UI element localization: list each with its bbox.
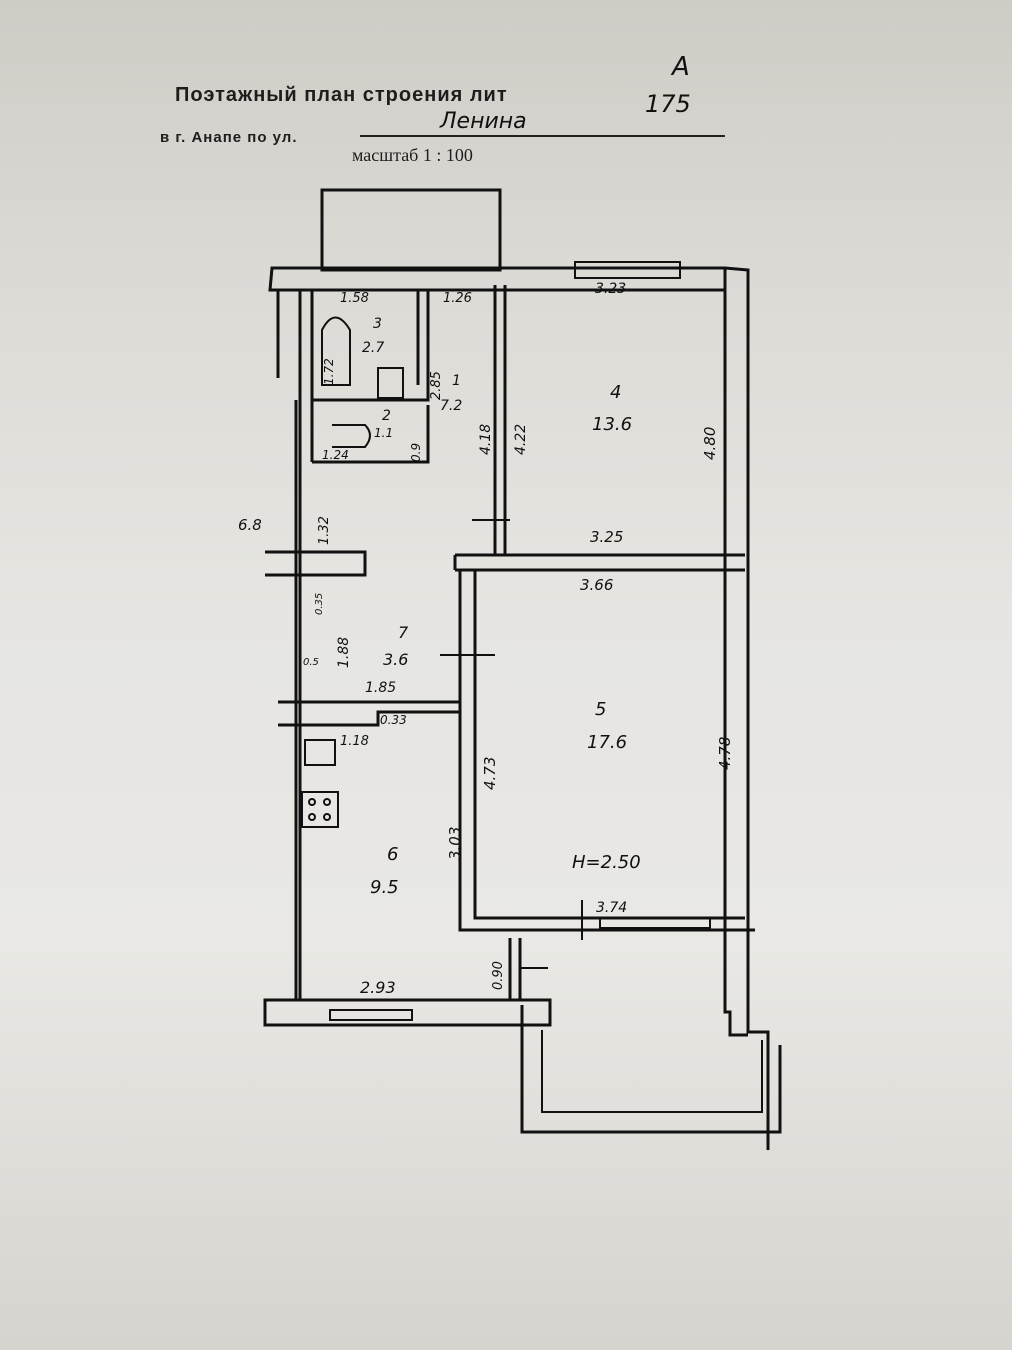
litera-value: А <box>672 52 690 82</box>
svg-text:2.7: 2.7 <box>362 340 384 356</box>
svg-text:3.74: 3.74 <box>596 900 627 916</box>
svg-text:5: 5 <box>595 699 606 720</box>
svg-text:2.85: 2.85 <box>429 371 444 400</box>
svg-text:0.9: 0.9 <box>409 443 423 462</box>
svg-text:0.90: 0.90 <box>491 961 506 990</box>
stove-icon <box>301 791 339 828</box>
room-6-label: 6 9.5 <box>370 844 399 898</box>
bathroom-walls <box>310 290 430 464</box>
svg-text:4.18: 4.18 <box>478 424 494 455</box>
svg-text:4.78: 4.78 <box>716 737 734 770</box>
svg-text:17.6: 17.6 <box>587 732 627 753</box>
svg-text:3.03: 3.03 <box>446 827 464 860</box>
svg-text:3.23: 3.23 <box>595 281 626 297</box>
wall-bottom-door <box>508 938 522 1000</box>
room-7-label: 7 3.6 <box>383 623 409 669</box>
bottom-wall <box>263 998 552 1027</box>
window <box>574 261 681 279</box>
svg-text:3.6: 3.6 <box>383 650 408 669</box>
svg-text:1.72: 1.72 <box>322 358 336 385</box>
svg-text:1.26: 1.26 <box>443 291 472 306</box>
bottom-balcony <box>520 1005 782 1134</box>
sink-icon <box>332 424 371 448</box>
svg-text:1.85: 1.85 <box>365 680 396 696</box>
right-wall-outer <box>724 266 770 1150</box>
svg-text:4: 4 <box>610 382 621 403</box>
street-value: Ленина <box>440 109 527 134</box>
svg-text:9.5: 9.5 <box>370 877 399 898</box>
wall-corridor <box>265 550 367 577</box>
svg-text:2: 2 <box>382 408 391 424</box>
window <box>329 1009 413 1021</box>
svg-text:1.32: 1.32 <box>317 516 332 545</box>
toilet-icon <box>377 367 404 399</box>
wall-kitchen <box>278 700 460 727</box>
room-3-label: 3 2.7 <box>362 316 384 356</box>
underline <box>360 135 725 137</box>
room-2-label: 2 1.1 <box>374 408 393 440</box>
svg-text:2.93: 2.93 <box>360 978 396 997</box>
svg-text:3.66: 3.66 <box>580 576 613 594</box>
svg-text:1.58: 1.58 <box>340 291 369 306</box>
plan-title: Поэтажный план строения лит <box>175 84 508 106</box>
svg-text:13.6: 13.6 <box>592 414 632 435</box>
svg-text:0.33: 0.33 <box>380 713 407 727</box>
svg-text:7.2: 7.2 <box>440 398 462 414</box>
left-wall <box>276 290 302 1000</box>
right-wall-inner <box>723 290 748 1037</box>
room-5-label: 5 17.6 <box>587 699 627 753</box>
svg-text:0.35: 0.35 <box>314 593 325 615</box>
wall-room4 <box>493 285 507 555</box>
door-marks <box>440 519 583 969</box>
svg-text:7: 7 <box>398 623 409 642</box>
svg-text:1.24: 1.24 <box>322 448 349 462</box>
svg-text:4.22: 4.22 <box>513 424 529 455</box>
room-1-label: 1 7.2 <box>440 373 462 414</box>
dimension-labels: 1.58 1.26 3.23 1.72 2.85 4.18 4.22 4.80 … <box>238 281 734 997</box>
svg-text:1.88: 1.88 <box>336 637 352 668</box>
window <box>599 917 711 929</box>
sink-icon <box>304 739 336 766</box>
bathtub-icon <box>321 316 351 386</box>
svg-text:4.73: 4.73 <box>481 757 499 790</box>
ceiling-height-label: H=2.50 <box>572 852 641 873</box>
svg-text:3.25: 3.25 <box>590 528 623 546</box>
house-number: 175 <box>645 90 691 118</box>
svg-text:6.8: 6.8 <box>238 516 262 534</box>
svg-text:4.80: 4.80 <box>701 427 719 460</box>
svg-text:6: 6 <box>387 844 398 865</box>
top-balcony <box>320 188 502 272</box>
svg-text:0.5: 0.5 <box>303 657 319 668</box>
svg-text:1: 1 <box>452 373 461 389</box>
svg-text:1.18: 1.18 <box>340 734 369 749</box>
room-4-label: 4 13.6 <box>592 382 632 435</box>
svg-text:3: 3 <box>373 316 382 332</box>
wall-4-5 <box>453 553 745 572</box>
balcony-inner <box>541 1030 763 1113</box>
svg-text:1.1: 1.1 <box>374 426 393 440</box>
city-line: в г. Анапе по ул. <box>160 129 298 146</box>
scale-label: масштаб 1 : 100 <box>352 145 473 165</box>
